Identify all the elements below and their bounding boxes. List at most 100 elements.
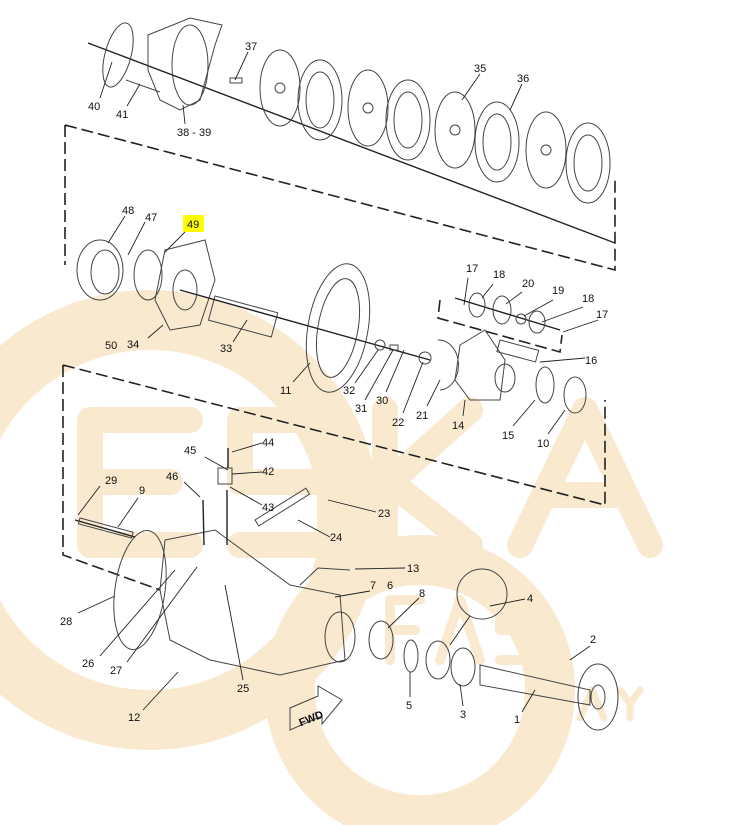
leader-line <box>481 283 494 299</box>
callout-label: 8 <box>419 588 425 600</box>
callout-label: 21 <box>416 410 428 422</box>
callout-label: 42 <box>262 466 274 478</box>
callout-label: 6 <box>387 580 393 592</box>
callout-highlight <box>183 215 204 232</box>
callout-label: 7 <box>370 580 376 592</box>
callout-label: 48 <box>122 205 134 217</box>
leader-line <box>224 584 244 681</box>
leader-line <box>99 61 113 99</box>
leader-line <box>204 456 229 471</box>
callout-label: 17 <box>596 309 608 321</box>
leader-line <box>489 598 526 607</box>
leader-line <box>334 590 371 598</box>
callout-label: 14 <box>452 420 464 432</box>
callout-label: 3 <box>460 709 466 721</box>
leader-line <box>231 471 263 475</box>
callout-label: 45 <box>184 445 196 457</box>
leader-line <box>99 569 176 657</box>
leader-line <box>142 671 179 711</box>
callout-label: 4 <box>527 593 533 605</box>
leader-line <box>117 497 139 528</box>
leader-line <box>364 349 394 401</box>
callout-label: 12 <box>128 712 140 724</box>
callout-label: 15 <box>502 430 514 442</box>
callout-label: 37 <box>245 41 257 53</box>
callout-label: 11 <box>280 385 291 397</box>
callout-label: 36 <box>517 73 529 85</box>
leader-line <box>505 291 523 305</box>
callout-label: 49 <box>187 219 199 231</box>
leader-line <box>402 361 424 414</box>
leader-line <box>147 324 164 339</box>
watermark <box>0 290 663 825</box>
assembly-frame-lower <box>62 364 606 591</box>
callout-label: 25 <box>237 683 249 695</box>
leader-line <box>547 409 566 435</box>
callout-label: 32 <box>343 385 355 397</box>
callout-label: 40 <box>88 101 100 113</box>
callout-label: 26 <box>82 658 94 670</box>
leader-line <box>509 83 523 111</box>
callout-label: 44 <box>262 437 274 449</box>
callout-label: 16 <box>585 355 597 367</box>
leader-line <box>461 73 481 101</box>
callout-label: 33 <box>220 343 232 355</box>
leader-line <box>562 319 599 333</box>
callout-label: 18 <box>582 293 594 305</box>
leader-line <box>164 231 186 253</box>
callout-label: 50 <box>105 340 117 352</box>
leader-line <box>539 357 586 363</box>
leader-line <box>183 481 201 498</box>
differential-assembly <box>76 239 587 414</box>
callout-label: 23 <box>378 508 390 520</box>
callout-label: 17 <box>466 263 478 275</box>
callout-label: 27 <box>110 665 122 677</box>
leader-line <box>234 51 249 81</box>
leader-line <box>182 104 186 125</box>
leader-line <box>459 683 464 707</box>
leader-line <box>426 379 441 407</box>
leader-line <box>354 349 379 384</box>
leader-line <box>354 567 406 570</box>
callout-label: 29 <box>105 475 117 487</box>
assembly-frame-upper <box>64 124 616 272</box>
leader-line <box>327 499 377 513</box>
callout-label: 18 <box>493 269 505 281</box>
callout-label: 41 <box>116 109 128 121</box>
leader-line <box>523 299 554 317</box>
leader-line <box>463 277 469 306</box>
callout-label: 34 <box>127 339 139 351</box>
callout-label: 5 <box>406 700 412 712</box>
leader-line <box>387 597 420 629</box>
leader-line <box>541 306 584 323</box>
leader-line <box>229 486 263 506</box>
leader-line <box>232 319 248 343</box>
leader-line <box>521 689 536 713</box>
callout-label: 2 <box>590 634 596 646</box>
leader-line <box>231 442 263 453</box>
callout-label: 30 <box>376 395 388 407</box>
callout-label: 22 <box>392 417 404 429</box>
callout-label: 1 <box>514 714 520 726</box>
callout-label: 31 <box>355 403 367 415</box>
clutch-pack <box>87 17 616 244</box>
leader-line <box>126 566 198 663</box>
leader-line <box>385 349 405 393</box>
callout-label: 38 - 39 <box>177 127 211 139</box>
leader-line <box>77 595 116 614</box>
leader-line <box>462 399 466 417</box>
leader-line <box>512 399 536 427</box>
callout-label: 9 <box>139 485 145 497</box>
leader-lines <box>77 51 599 713</box>
callout-label: 35 <box>474 63 486 75</box>
leader-line <box>569 645 591 661</box>
callout-label: 47 <box>145 212 157 224</box>
callout-label: 24 <box>330 532 342 544</box>
leader-line <box>107 215 126 244</box>
leader-line <box>292 362 311 383</box>
callout-label: 10 <box>537 438 549 450</box>
callout-label: 46 <box>166 471 178 483</box>
leader-line <box>77 485 101 516</box>
